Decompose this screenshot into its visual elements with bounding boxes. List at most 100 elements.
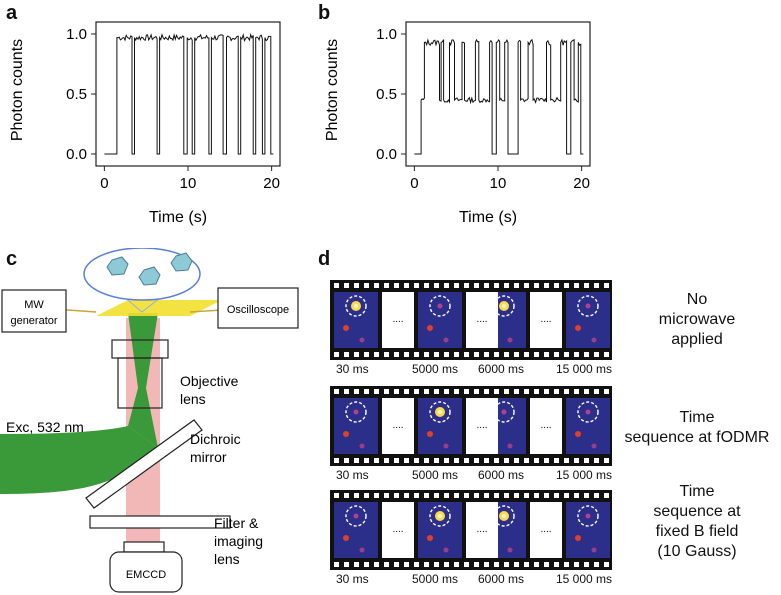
film-gap	[466, 502, 498, 558]
sprocket-hole	[594, 389, 599, 394]
gap-dots: ....	[392, 420, 403, 431]
time-label: 5000 ms	[412, 468, 459, 482]
film-frame	[334, 502, 378, 558]
film-frame	[418, 502, 462, 558]
dashed-marker-circle	[345, 295, 367, 317]
sprocket-hole	[554, 458, 559, 463]
sprocket-hole	[434, 283, 439, 288]
caption-1-line-3: applied	[671, 331, 723, 348]
film-gap	[382, 502, 414, 558]
film-gap	[466, 292, 498, 348]
sprocket-hole	[564, 458, 569, 463]
caption-1-line-2: microwave	[658, 311, 736, 328]
filter-plate	[89, 515, 231, 529]
sprocket-hole	[364, 458, 369, 463]
sprocket-hole	[524, 389, 529, 394]
sprocket-hole	[604, 458, 609, 463]
sprocket-hole	[414, 493, 419, 498]
sprocket-hole	[474, 493, 479, 498]
sprocket-hole	[524, 493, 529, 498]
film-gap	[530, 398, 562, 454]
excitation-focus	[128, 313, 158, 448]
filmstrip-1: ............	[330, 280, 612, 360]
sprocket-hole	[344, 283, 349, 288]
sprocket-hole	[404, 562, 409, 567]
sprocket-hole	[524, 352, 529, 357]
caption-3-line-4: (10 Gauss)	[657, 543, 737, 560]
sprocket-hole	[424, 562, 429, 567]
time-label: 6000 ms	[478, 362, 525, 376]
caption-3-line-1: Time	[679, 483, 715, 500]
chart-b-xtick-label: 0	[410, 175, 418, 192]
sprocket-hole	[424, 389, 429, 394]
dashed-marker-circle	[577, 401, 599, 423]
chart-b-ytick-label: 0.5	[376, 86, 397, 103]
sprocket-hole	[504, 493, 509, 498]
panel-label-b: b	[318, 2, 331, 24]
sprocket-hole	[344, 352, 349, 357]
sprocket-hole	[484, 458, 489, 463]
chart-a-xtick-label: 20	[263, 175, 280, 192]
sprocket-hole	[334, 458, 339, 463]
film-frame	[566, 398, 610, 454]
chart-b-ytick-label: 1.0	[376, 26, 397, 43]
sprocket-hole	[424, 493, 429, 498]
sprocket-hole	[364, 283, 369, 288]
gap-dots: ....	[540, 314, 551, 325]
filmstrip-2: ............	[330, 386, 612, 466]
sprocket-hole	[554, 389, 559, 394]
sprocket-hole	[424, 458, 429, 463]
panel-label-a: a	[6, 2, 18, 24]
film-frame	[418, 398, 462, 454]
sprocket-hole	[584, 458, 589, 463]
chart-a-ytick-label: 0.0	[66, 146, 87, 163]
sprocket-hole	[434, 389, 439, 394]
sprocket-hole	[454, 352, 459, 357]
sprocket-hole	[434, 458, 439, 463]
panel-label-c: c	[6, 248, 18, 270]
sprocket-hole	[604, 352, 609, 357]
dashed-marker-circle	[345, 505, 367, 527]
sprocket-hole	[464, 352, 469, 357]
chart-a-xtick-label: 10	[180, 175, 197, 192]
sprocket-hole	[534, 352, 539, 357]
sprocket-hole	[464, 389, 469, 394]
time-label: 30 ms	[336, 468, 369, 482]
sprocket-hole	[574, 493, 579, 498]
sprocket-hole	[334, 352, 339, 357]
chart-b-xlabel: Time (s)	[459, 209, 517, 226]
sprocket-hole	[504, 562, 509, 567]
gap-dots: ....	[540, 524, 551, 535]
sprocket-hole	[414, 562, 419, 567]
dashed-marker-circle	[429, 505, 451, 527]
sprocket-hole	[394, 283, 399, 288]
sprocket-hole	[584, 493, 589, 498]
sprocket-hole	[404, 389, 409, 394]
sprocket-hole	[354, 562, 359, 567]
film-frame	[418, 292, 462, 348]
oscilloscope-label: Oscilloscope	[227, 304, 289, 316]
sprocket-hole	[544, 562, 549, 567]
sprocket-hole	[494, 389, 499, 394]
sprocket-hole	[384, 458, 389, 463]
sprocket-hole	[524, 283, 529, 288]
sprocket-hole	[394, 458, 399, 463]
film-gap	[382, 398, 414, 454]
sprocket-hole	[404, 352, 409, 357]
chart-b-ylabel: Photon counts	[324, 39, 341, 141]
sprocket-hole	[334, 389, 339, 394]
oscilloscope-box	[217, 287, 299, 329]
sprocket-hole	[344, 562, 349, 567]
sprocket-hole	[504, 389, 509, 394]
film-frame	[566, 292, 610, 348]
sprocket-hole	[374, 493, 379, 498]
sprocket-hole	[354, 389, 359, 394]
sprocket-hole	[434, 562, 439, 567]
sprocket-hole	[364, 389, 369, 394]
sprocket-hole	[494, 493, 499, 498]
sprocket-hole	[494, 562, 499, 567]
nanodiamond-icon	[106, 252, 193, 286]
objective-label-2: lens	[180, 391, 206, 407]
